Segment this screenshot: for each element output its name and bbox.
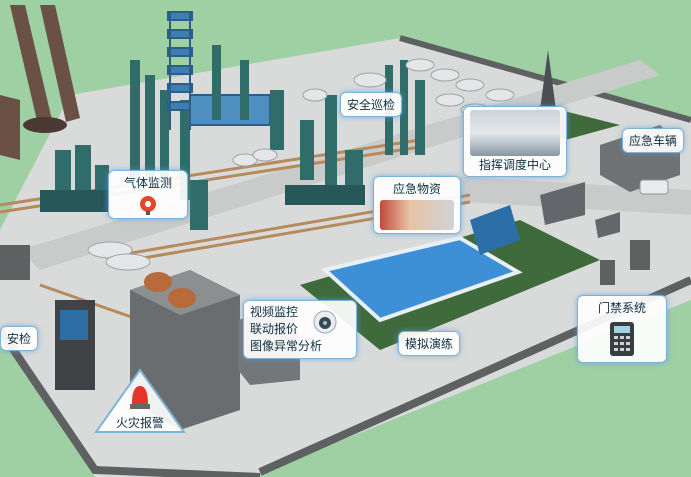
emergency-supplies-label: 应急物资 [392,182,441,196]
security-check-label: 安检 [7,332,32,346]
building-east-sheds [470,182,620,255]
building-office [130,270,240,430]
callout-security-check: 安检 [0,326,39,351]
callout-mock-drill: 模拟演练 [398,331,461,356]
video-line-3: 图像异常分析 [250,339,323,353]
alarm-beacon-icon [130,386,150,409]
callout-fire-alarm: 火灾报警 [92,366,188,436]
keypad-icon [610,322,634,356]
callout-emergency-vehicle: 应急车辆 [622,128,685,153]
drill-pool [320,235,523,323]
access-control-label: 门禁系统 [597,301,646,315]
mock-drill-label: 模拟演练 [405,337,454,351]
cctv-camera-icon [313,310,337,334]
callout-access-control: 门禁系统 [577,295,667,363]
gate-east [600,240,650,285]
callout-safety-patrol: 安全巡检 [340,92,403,117]
fire-alarm-label: 火灾报警 [115,416,164,430]
command-center-label: 指挥调度中心 [478,158,551,172]
gas-detector-icon [140,196,156,215]
process-units-west [40,60,208,230]
flare-stack [540,50,556,110]
lattice-tower [167,11,271,130]
chimneys [0,5,80,160]
callout-gas-monitor: 气体监测 [108,170,188,219]
building-guard-west [0,245,95,390]
callout-video-surveillance: 视频监控 联动报价 图像异常分析 [243,300,357,359]
callout-emergency-supplies: 应急物资 [373,176,461,234]
callout-command-center: 指挥调度中心 [463,106,567,177]
emergency-vehicle-label: 应急车辆 [629,134,678,148]
video-line-2: 联动报价 [250,322,299,336]
supplies-room-image [380,200,454,230]
video-line-1: 视频监控 [250,305,299,319]
wall-south-west [0,327,261,477]
emergency-vehicle [639,179,669,195]
safety-patrol-label: 安全巡检 [347,98,396,112]
control-room-image [470,110,560,156]
gas-monitor-label: 气体监测 [123,176,172,190]
